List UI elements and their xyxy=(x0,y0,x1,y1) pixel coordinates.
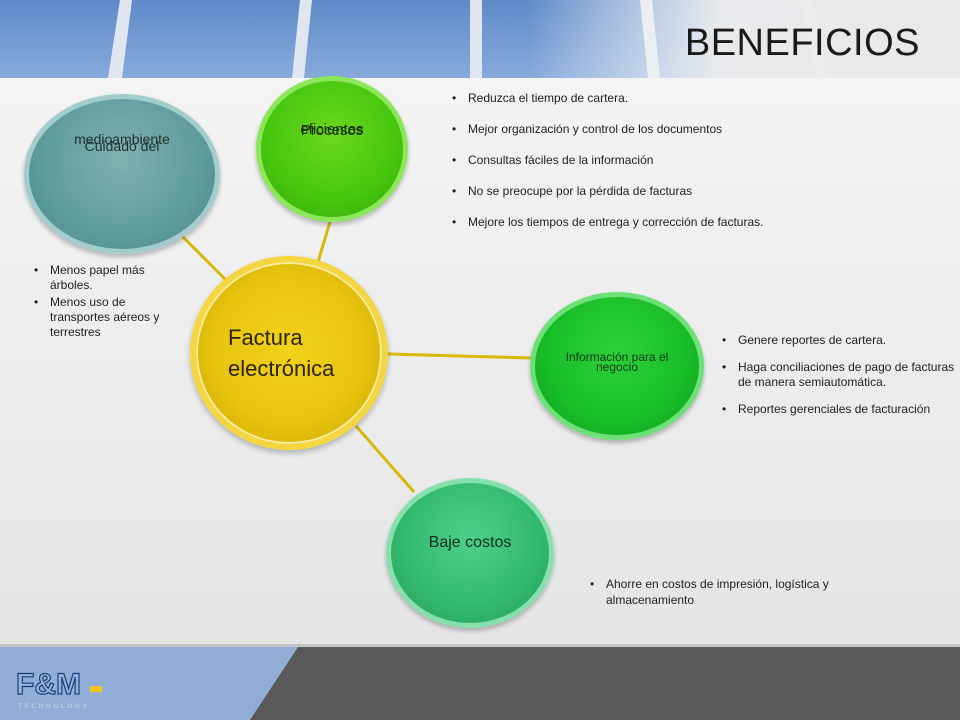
node-procesos-eficientes: Procesos eficientes xyxy=(256,76,408,222)
bullets-procesos: Reduzca el tiempo de cartera. Mejor orga… xyxy=(450,91,840,246)
node-cuidado-line2: medioambiente xyxy=(74,131,170,147)
bullet-item: Mejor organización y control de los docu… xyxy=(450,122,840,153)
footer-banner xyxy=(0,644,960,720)
logo-sub-text: TECHNOLOGY xyxy=(18,703,90,710)
connector-cuidado xyxy=(178,232,230,284)
node-baje-costos: Baje costos xyxy=(386,478,554,628)
connector-informacion xyxy=(387,352,533,360)
bullets-cuidado: Menos papel más árboles. Menos uso de tr… xyxy=(32,263,182,342)
connector-procesos xyxy=(316,221,332,263)
node-informacion-negocio: Información para el negocio xyxy=(530,292,704,440)
bullet-item: Reportes gerenciales de facturación xyxy=(720,402,960,417)
connector-costos xyxy=(354,425,416,493)
page-title: BENEFICIOS xyxy=(684,22,920,64)
center-label-line2: electrónica xyxy=(228,356,335,381)
node-procesos-line2: eficientes xyxy=(300,121,364,138)
node-informacion-line2: negocio xyxy=(595,360,639,374)
bullet-item: Genere reportes de cartera. xyxy=(720,333,960,348)
logo-main-text: F&M xyxy=(16,668,81,701)
header-banner xyxy=(0,0,960,78)
node-cuidado-line1: Cuidado del xyxy=(84,138,160,154)
bullet-item: Menos uso de transportes aéreos y terres… xyxy=(32,295,182,340)
node-factura-electronica: Factura electrónica xyxy=(190,256,388,450)
bullet-item: Consultas fáciles de la información xyxy=(450,153,840,184)
company-logo: F&M TECHNOLOGY xyxy=(15,667,102,710)
node-costos-label: Baje costos xyxy=(428,534,512,551)
bullet-item: Haga conciliaciones de pago de facturas … xyxy=(720,360,960,390)
bullet-item: Menos papel más árboles. xyxy=(32,263,182,293)
bullet-item: No se preocupe por la pérdida de factura… xyxy=(450,184,840,215)
bullet-item: Mejore los tiempos de entrega y correcci… xyxy=(450,215,840,246)
bullets-informacion: Genere reportes de cartera. Haga concili… xyxy=(720,333,960,429)
bullet-item: Ahorre en costos de impresión, logística… xyxy=(588,576,888,608)
bullet-item: Reduzca el tiempo de cartera. xyxy=(450,91,840,122)
node-cuidado-medioambiente: Cuidado del medioambiente xyxy=(24,94,220,254)
node-informacion-line1: Información para el xyxy=(565,350,669,364)
bullets-costos: Ahorre en costos de impresión, logística… xyxy=(588,576,888,608)
center-label-line1: Factura xyxy=(228,325,303,350)
node-procesos-line1: Procesos xyxy=(300,122,364,139)
